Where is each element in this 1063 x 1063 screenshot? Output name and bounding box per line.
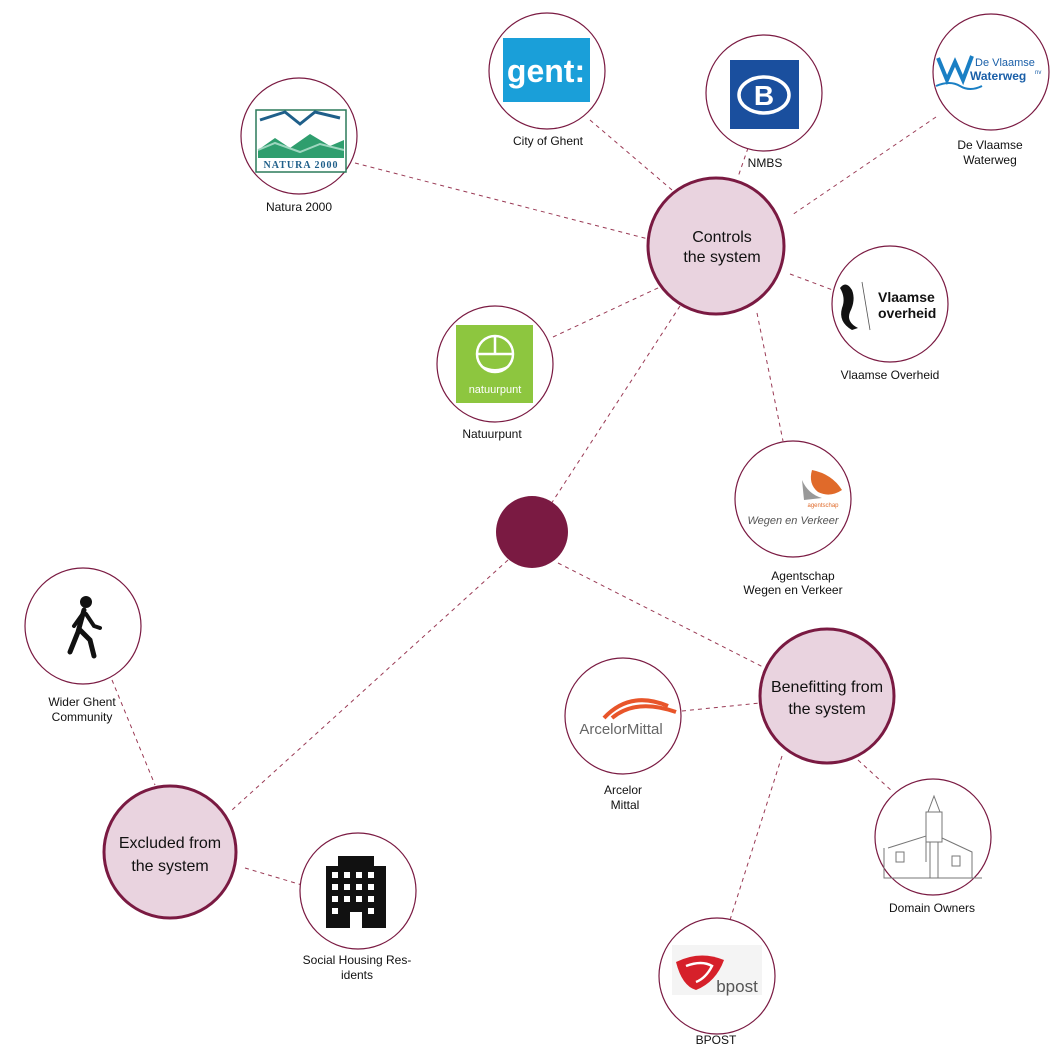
link-center-excluded	[231, 559, 509, 811]
natuurpunt-logo-text: natuurpunt	[469, 384, 522, 396]
waterweg-logo-line2: Waterweg	[970, 69, 1026, 83]
connector-lines	[111, 116, 937, 921]
arcelormittal-logo: ArcelorMittal	[579, 698, 677, 738]
arcelor-logo-text: ArcelorMittal	[579, 721, 662, 738]
hub-benefitting-line1: Benefitting from	[771, 679, 883, 696]
bpost-logo-text: bpost	[716, 977, 758, 996]
node-social-housing: Social Housing Res- idents	[299, 832, 417, 982]
natura-2000-logo: NATURA 2000	[255, 109, 347, 173]
label-wegen-line2: Wegen en Verkeer	[743, 583, 842, 597]
nmbs-logo: B	[730, 60, 799, 129]
label-wider-line1: Wider Ghent	[48, 695, 116, 709]
wegen-logo-line1: agentschap	[807, 503, 839, 509]
label-natura-2000: Natura 2000	[266, 200, 332, 214]
link-social-excluded	[244, 867, 303, 886]
node-vlaamse-waterweg: De Vlaamse Waterweg nv De Vlaamse Waterw…	[932, 13, 1050, 167]
node-bpost: bpost BPOST	[658, 917, 776, 1047]
label-waterweg-line1: De Vlaamse	[957, 138, 1023, 152]
center-node	[496, 496, 568, 568]
hub-controls: Controls the system	[646, 176, 786, 316]
node-city-of-ghent: gent: City of Ghent	[488, 12, 606, 148]
label-bpost: BPOST	[696, 1033, 737, 1047]
hub-benefitting: Benefitting from the system	[758, 627, 896, 765]
link-wider-excluded	[111, 679, 156, 786]
apartment-building-icon	[326, 856, 386, 928]
link-natura-controls	[354, 162, 653, 241]
label-social-line2: idents	[341, 968, 373, 982]
label-waterweg-line2: Waterweg	[963, 153, 1017, 167]
gent-logo: gent:	[503, 38, 590, 102]
overheid-logo-line2: overheid	[878, 305, 936, 321]
link-bpost-benefitting	[729, 755, 783, 921]
hub-benefitting-line2: the system	[788, 701, 865, 718]
waterweg-logo-line1: De Vlaamse	[975, 57, 1035, 69]
node-wegen-verkeer: agentschap Wegen en Verkeer Agentschap W…	[734, 440, 852, 597]
node-vlaamse-overheid: Vlaamse overheid Vlaamse Overheid	[831, 245, 949, 382]
label-social-line1: Social Housing Res-	[303, 953, 412, 967]
link-natuurpunt-controls	[552, 286, 661, 338]
vlaamse-waterweg-logo: De Vlaamse Waterweg nv	[935, 55, 1041, 90]
link-nmbs-controls	[737, 147, 749, 178]
link-waterweg-controls	[791, 116, 937, 216]
gent-logo-text: gent:	[507, 53, 585, 89]
hub-controls-line1: Controls	[692, 229, 752, 246]
node-arcelor: ArcelorMittal Arcelor Mittal	[564, 657, 682, 812]
label-arcelor-line2: Mittal	[611, 798, 640, 812]
node-nmbs: B NMBS	[705, 34, 823, 170]
link-overheid-controls	[789, 273, 839, 293]
label-city-of-ghent: City of Ghent	[513, 134, 584, 148]
node-natuurpunt: natuurpunt Natuurpunt	[436, 305, 554, 441]
walking-person-icon	[67, 596, 102, 659]
node-wider-ghent: Wider Ghent Community	[24, 567, 142, 724]
link-controls-center	[550, 305, 681, 505]
node-domain-owners: Domain Owners	[874, 778, 992, 915]
wegen-logo-line2: Wegen en Verkeer	[747, 515, 839, 527]
link-wegen-controls	[756, 312, 784, 442]
natura-2000-logo-text: NATURA 2000	[264, 160, 339, 171]
natuurpunt-logo: natuurpunt	[456, 325, 533, 403]
label-vlaamse-overheid: Vlaamse Overheid	[841, 368, 940, 382]
waterweg-logo-suffix: nv	[1035, 70, 1041, 76]
label-domain-owners: Domain Owners	[889, 901, 975, 915]
label-natuurpunt: Natuurpunt	[462, 427, 522, 441]
vlaamse-overheid-logo: Vlaamse overheid	[840, 281, 936, 331]
label-nmbs: NMBS	[748, 156, 783, 170]
hub-excluded-line2: the system	[131, 858, 208, 875]
label-wider-line2: Community	[52, 710, 113, 724]
link-center-benefitting	[557, 562, 766, 669]
node-natura-2000: NATURA 2000 Natura 2000	[240, 77, 358, 214]
bpost-logo: bpost	[672, 945, 762, 996]
nmbs-logo-text: B	[754, 80, 774, 111]
wegen-verkeer-logo: agentschap Wegen en Verkeer	[747, 470, 842, 527]
label-wegen-line1: Agentschap	[771, 569, 835, 583]
link-ghent-controls	[589, 119, 673, 191]
label-arcelor-line1: Arcelor	[604, 783, 642, 797]
overheid-logo-line1: Vlaamse	[878, 289, 935, 305]
hub-excluded: Excluded from the system	[102, 784, 238, 920]
link-arcelor-benefitting	[681, 702, 761, 712]
link-domain-benefitting	[857, 759, 894, 793]
hub-excluded-line1: Excluded from	[119, 835, 221, 852]
castle-sketch-icon	[883, 794, 982, 879]
hub-controls-line2: the system	[683, 249, 760, 266]
